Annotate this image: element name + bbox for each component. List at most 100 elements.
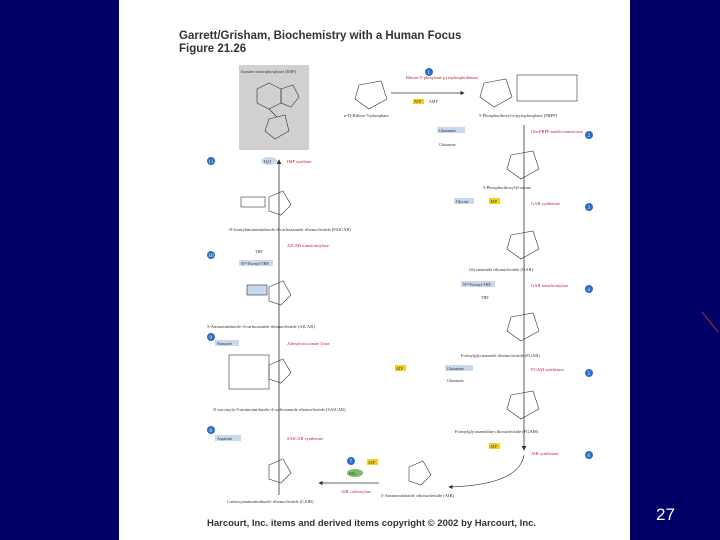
- ribose5p-label: α-D-Ribose-5-phosphate: [344, 113, 389, 118]
- step-badge-1: [425, 68, 433, 76]
- cair-label: Carboxyaminoimidazole ribonucleotide (CA…: [227, 499, 314, 504]
- prpp-structure: [479, 74, 578, 108]
- h2o-text-11: H₂O: [264, 159, 271, 164]
- gar-label: Glycinamide ribonucleotide (GAR): [469, 267, 533, 272]
- saicar-structure: [228, 354, 292, 390]
- glutamate-text-5: Glutamate: [447, 378, 464, 383]
- step-badge-10: [207, 251, 215, 259]
- step-number-4: 4: [588, 288, 591, 293]
- step6-arrow: [448, 454, 525, 489]
- step-number-5: 5: [588, 372, 591, 377]
- atp-box-5: [395, 365, 406, 371]
- glutamine-text-2: Glutamine: [439, 128, 456, 133]
- formyl-thf-text-10: N¹⁰-Formyl-THF: [241, 261, 269, 266]
- co2-text-7: CO₂: [349, 471, 357, 476]
- slide-decoration-line: [701, 311, 719, 333]
- formyl-thf-box-10: [239, 260, 273, 266]
- fgam-label: Formylglycinamidine ribonucleotide (FGAM…: [455, 429, 539, 434]
- step-number-7: 7: [350, 460, 353, 465]
- fgar-label: Formylglycinamide ribonucleotide (FGAR): [461, 353, 540, 358]
- step-badge-4: [585, 285, 593, 293]
- step-badge-2: [585, 131, 593, 139]
- enzyme-step1: Ribose-5-phosphate pyrophosphokinase: [406, 75, 478, 80]
- step-number-1: 1: [428, 71, 431, 76]
- enzyme-step2: Gln:PRPP amido-transferase: [531, 129, 583, 134]
- figure-copyright: Harcourt, Inc. items and derived items c…: [207, 518, 537, 529]
- step-number-8: 8: [210, 429, 213, 434]
- fgar-structure: [506, 312, 540, 342]
- atp-text-6: ATP: [490, 444, 498, 449]
- aicar-structure: [246, 280, 292, 306]
- figure-source-title: Garrett/Grisham, Biochemistry with a Hum…: [179, 30, 462, 42]
- enzyme-step8: SAICAR synthetase: [287, 436, 323, 441]
- aspartate-text-8: Aspartate: [217, 436, 233, 441]
- atp-text-1: ATP: [414, 99, 422, 104]
- pra-label: 5-Phosphoribosyl-β-amine: [483, 185, 531, 190]
- enzyme-step9: Adenylosuccinate lyase: [287, 341, 330, 346]
- step-number-3: 3: [588, 206, 591, 211]
- ribose5p-structure: [354, 80, 388, 110]
- fumarate-box-9: [215, 340, 239, 346]
- figure-number: Figure 21.26: [179, 43, 247, 55]
- atp-box-7: [367, 459, 378, 465]
- amp-text-1: AMP: [429, 99, 438, 104]
- formyl-thf-text-4: N¹⁰-Formyl-THF: [463, 282, 491, 287]
- step-number-6: 6: [588, 454, 591, 459]
- faicar-label: N-formylaminoimidazole-4-carboxamide rib…: [229, 227, 351, 232]
- imp-structure: [256, 82, 300, 140]
- figure-header: Garrett/Grisham, Biochemistry with a Hum…: [179, 30, 461, 56]
- atp-box-3: [489, 198, 500, 204]
- glutamine-text-5: Glutamine: [447, 366, 464, 371]
- imp-highlight-box: [239, 65, 309, 150]
- step-badge-3: [585, 203, 593, 211]
- saicar-label: N-succinylo-5-aminoimidazole-4-carboxami…: [213, 407, 346, 412]
- step-badge-6: [585, 451, 593, 459]
- enzyme-step7: AIR carboxylase: [341, 489, 371, 494]
- co2-oval-7: [347, 469, 363, 477]
- slide-page: Garrett/Grisham, Biochemistry with a Hum…: [119, 0, 630, 540]
- thf-text-10: THF: [255, 249, 263, 254]
- glutamine-box-5: [445, 365, 473, 371]
- step-badge-8: [207, 426, 215, 434]
- step-number-11: 11: [209, 160, 214, 165]
- step-badge-11: [207, 157, 215, 165]
- slide-number: 27: [656, 505, 675, 524]
- step-badge-5: [585, 369, 593, 377]
- faicar-structure: [240, 190, 292, 216]
- thf-text-4: THF: [481, 295, 489, 300]
- step-number-2: 2: [588, 134, 591, 139]
- fgam-structure: [506, 390, 540, 420]
- enzyme-step6: AIR synthetase: [531, 451, 559, 456]
- gar-structure: [506, 230, 540, 260]
- step-badge-7: [347, 457, 355, 465]
- atp-text-3: ATP: [490, 199, 498, 204]
- atp-box-1: [413, 99, 424, 104]
- enzyme-step11: IMP synthase: [287, 159, 311, 164]
- fumarate-text-9: Fumarate: [217, 341, 232, 346]
- step-number-10: 10: [209, 254, 215, 259]
- glutamate-text-2: Glutamate: [439, 142, 456, 147]
- step-number-9: 9: [210, 336, 213, 341]
- enzyme-step4: GAR transformylase: [531, 283, 568, 288]
- pra-structure: [506, 150, 540, 180]
- purine-biosynthesis-diagram: Inosine monophosphate (IMP) α-D-Ribose-5…: [207, 65, 593, 504]
- atp-text-5: ATP: [396, 366, 404, 371]
- enzyme-step3: GAR synthetase: [531, 201, 560, 206]
- atp-box-6: [489, 443, 500, 449]
- prpp-label: 5-Phosphoribosyl-α-pyrophosphate (PRPP): [479, 113, 558, 118]
- h2o-oval-11: [261, 157, 277, 165]
- enzyme-step5: FGAM synthetase: [531, 367, 564, 372]
- atp-text-7: ATP: [368, 460, 376, 465]
- glutamine-box-2: [437, 127, 465, 133]
- enzyme-step10: AICAR transformylase: [287, 243, 329, 248]
- glycine-box-3: [454, 198, 474, 204]
- air-label: 5-Aminoimidazole ribonucleotide (AIR): [381, 493, 454, 498]
- aicar-label: 5-Aminoimidazole-4-carboxamide ribonucle…: [207, 324, 315, 329]
- air-structure: [408, 460, 432, 486]
- cair-structure: [268, 458, 292, 484]
- step-badge-9: [207, 333, 215, 341]
- aspartate-box-8: [215, 435, 241, 441]
- imp-label: Inosine monophosphate (IMP): [241, 69, 296, 74]
- formyl-thf-box-4: [461, 281, 495, 287]
- glycine-text-3: Glycine: [456, 199, 469, 204]
